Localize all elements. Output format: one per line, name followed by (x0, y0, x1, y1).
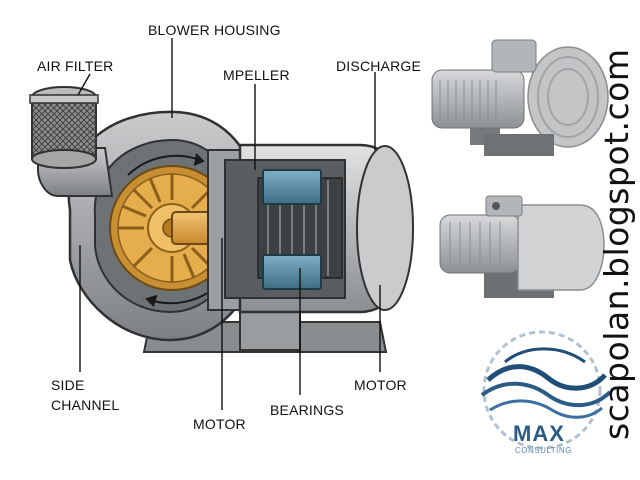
label-motor-bottom: MOTOR (193, 416, 246, 432)
blower-photo-top (431, 39, 609, 156)
watermark-url: scapolan.blogspot.com (597, 48, 636, 440)
label-side-channel-line1: SIDE (51, 377, 85, 393)
leader-lines (77, 38, 381, 410)
bearing-bottom (262, 254, 322, 290)
motor-end-cap (356, 145, 414, 311)
air-filter (29, 86, 99, 169)
max-consulting-logo-mark (480, 330, 612, 450)
logo-name: MAX (513, 421, 565, 446)
label-bearings: BEARINGS (270, 402, 344, 418)
label-side-channel-line2: CHANNEL (51, 397, 120, 413)
label-discharge: DISCHARGE (336, 58, 422, 74)
label-blower-housing: BLOWER HOUSING (148, 22, 281, 38)
motor-foot (239, 309, 301, 351)
blower-photo-bottom (439, 195, 605, 298)
main-blower (29, 86, 414, 353)
bearing-top (262, 169, 322, 205)
label-impeller: MPELLER (223, 67, 290, 83)
label-motor-right: MOTOR (354, 377, 407, 393)
label-air-filter: AIR FILTER (37, 58, 114, 74)
logo-tagline: CONSULTING (515, 446, 572, 455)
